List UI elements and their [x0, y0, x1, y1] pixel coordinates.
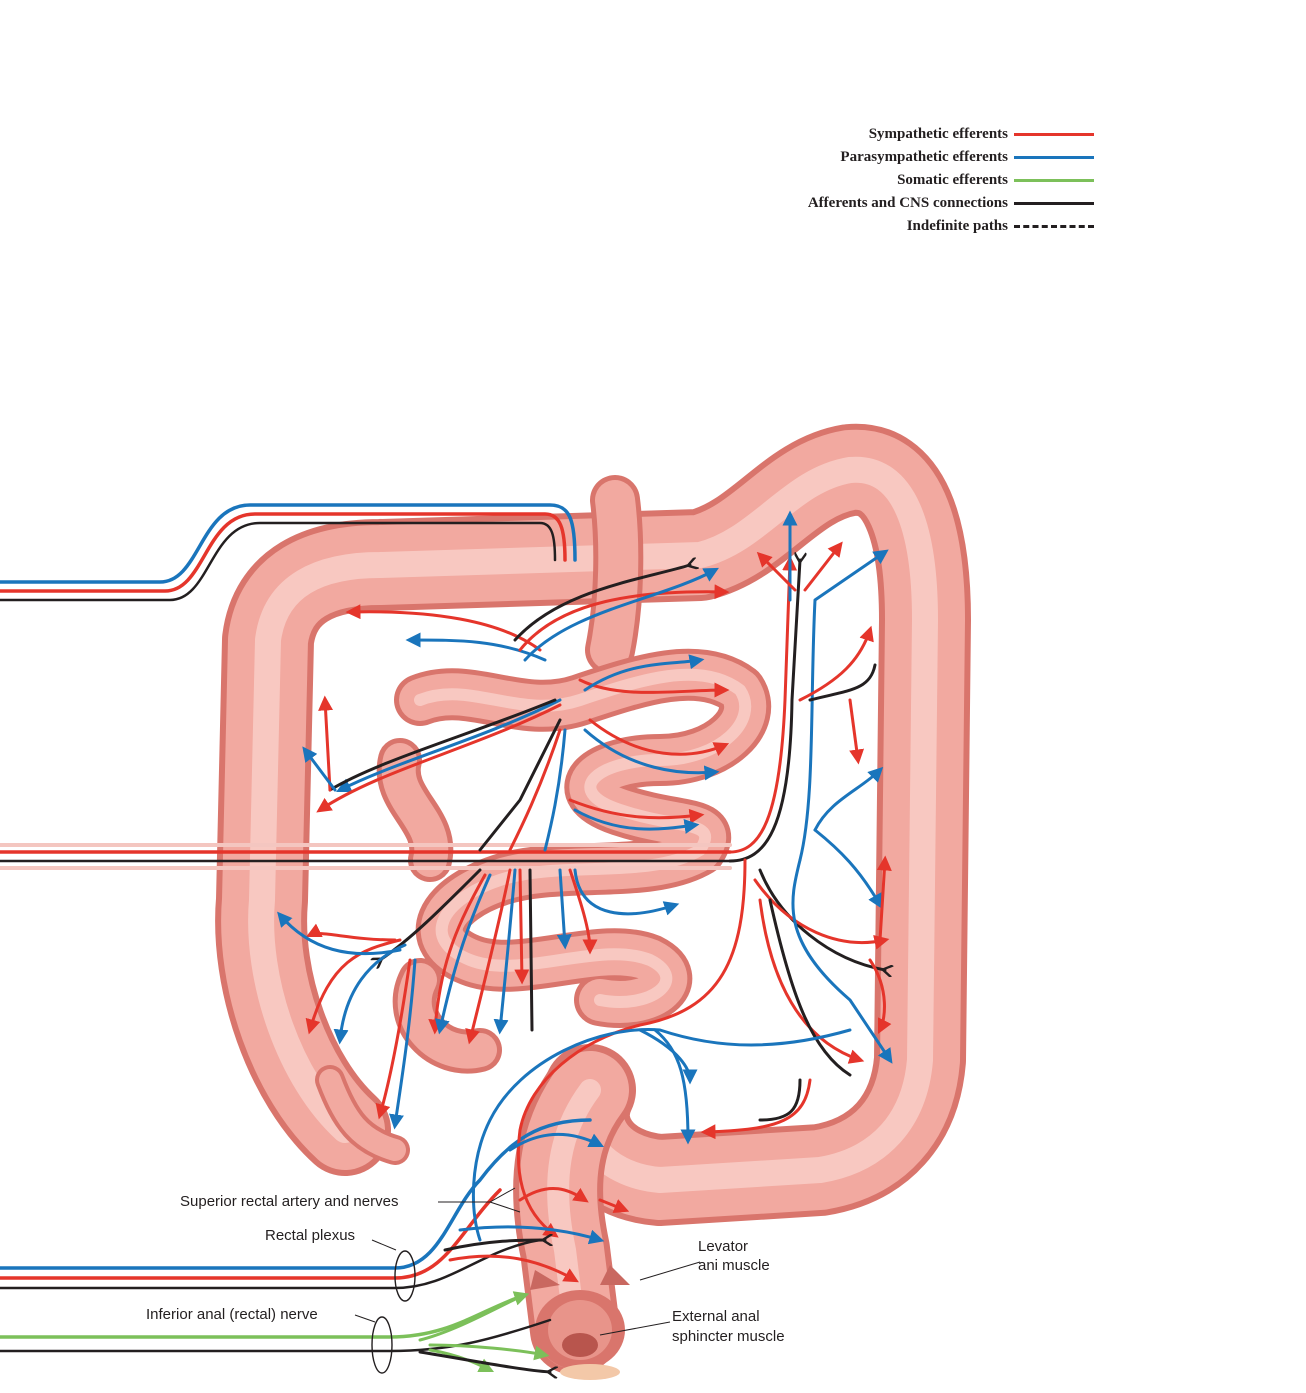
legend-swatch-black [1014, 202, 1094, 205]
legend-label: Indefinite paths [906, 218, 1008, 234]
legend-label: Somatic efferents [897, 172, 1008, 188]
label-superior-rectal: Superior rectal artery and nerves [180, 1193, 399, 1210]
nerve-branches [277, 510, 890, 1372]
legend-swatch-green [1014, 179, 1094, 182]
label-levator-line1: Levator [698, 1238, 749, 1255]
legend-swatch-dashed [1014, 225, 1094, 228]
leader-lines [354, 1187, 701, 1336]
large-intestine [215, 423, 971, 1375]
label-sphincter-line1: External anal [672, 1308, 760, 1325]
small-intestine [376, 648, 772, 1074]
legend-item-somatic: Somatic efferents [897, 172, 1094, 189]
legend-item-parasympathetic: Parasympathetic efferents [840, 149, 1094, 166]
nerve-trunks [0, 503, 732, 1353]
label-levator-line2: ani muscle [698, 1257, 770, 1274]
label-inferior-anal-nerve: Inferior anal (rectal) nerve [146, 1306, 318, 1323]
legend-item-sympathetic: Sympathetic efferents [869, 126, 1094, 143]
rectal-plexus-ring [394, 1250, 416, 1302]
legend-label: Sympathetic efferents [868, 126, 1008, 142]
anal-sphincter [530, 1265, 630, 1380]
legend-label: Afferents and CNS connections [807, 195, 1008, 211]
legend-item-afferent: Afferents and CNS connections [808, 195, 1094, 212]
legend-item-indefinite: Indefinite paths [907, 218, 1094, 235]
label-rectal-plexus: Rectal plexus [265, 1227, 356, 1244]
legend-label: Parasympathetic efferents [840, 149, 1008, 165]
label-sphincter-line2: sphincter muscle [672, 1328, 785, 1345]
legend-swatch-red [1014, 133, 1094, 136]
legend-swatch-blue [1014, 156, 1094, 159]
inferior-anal-ring [371, 1316, 393, 1374]
